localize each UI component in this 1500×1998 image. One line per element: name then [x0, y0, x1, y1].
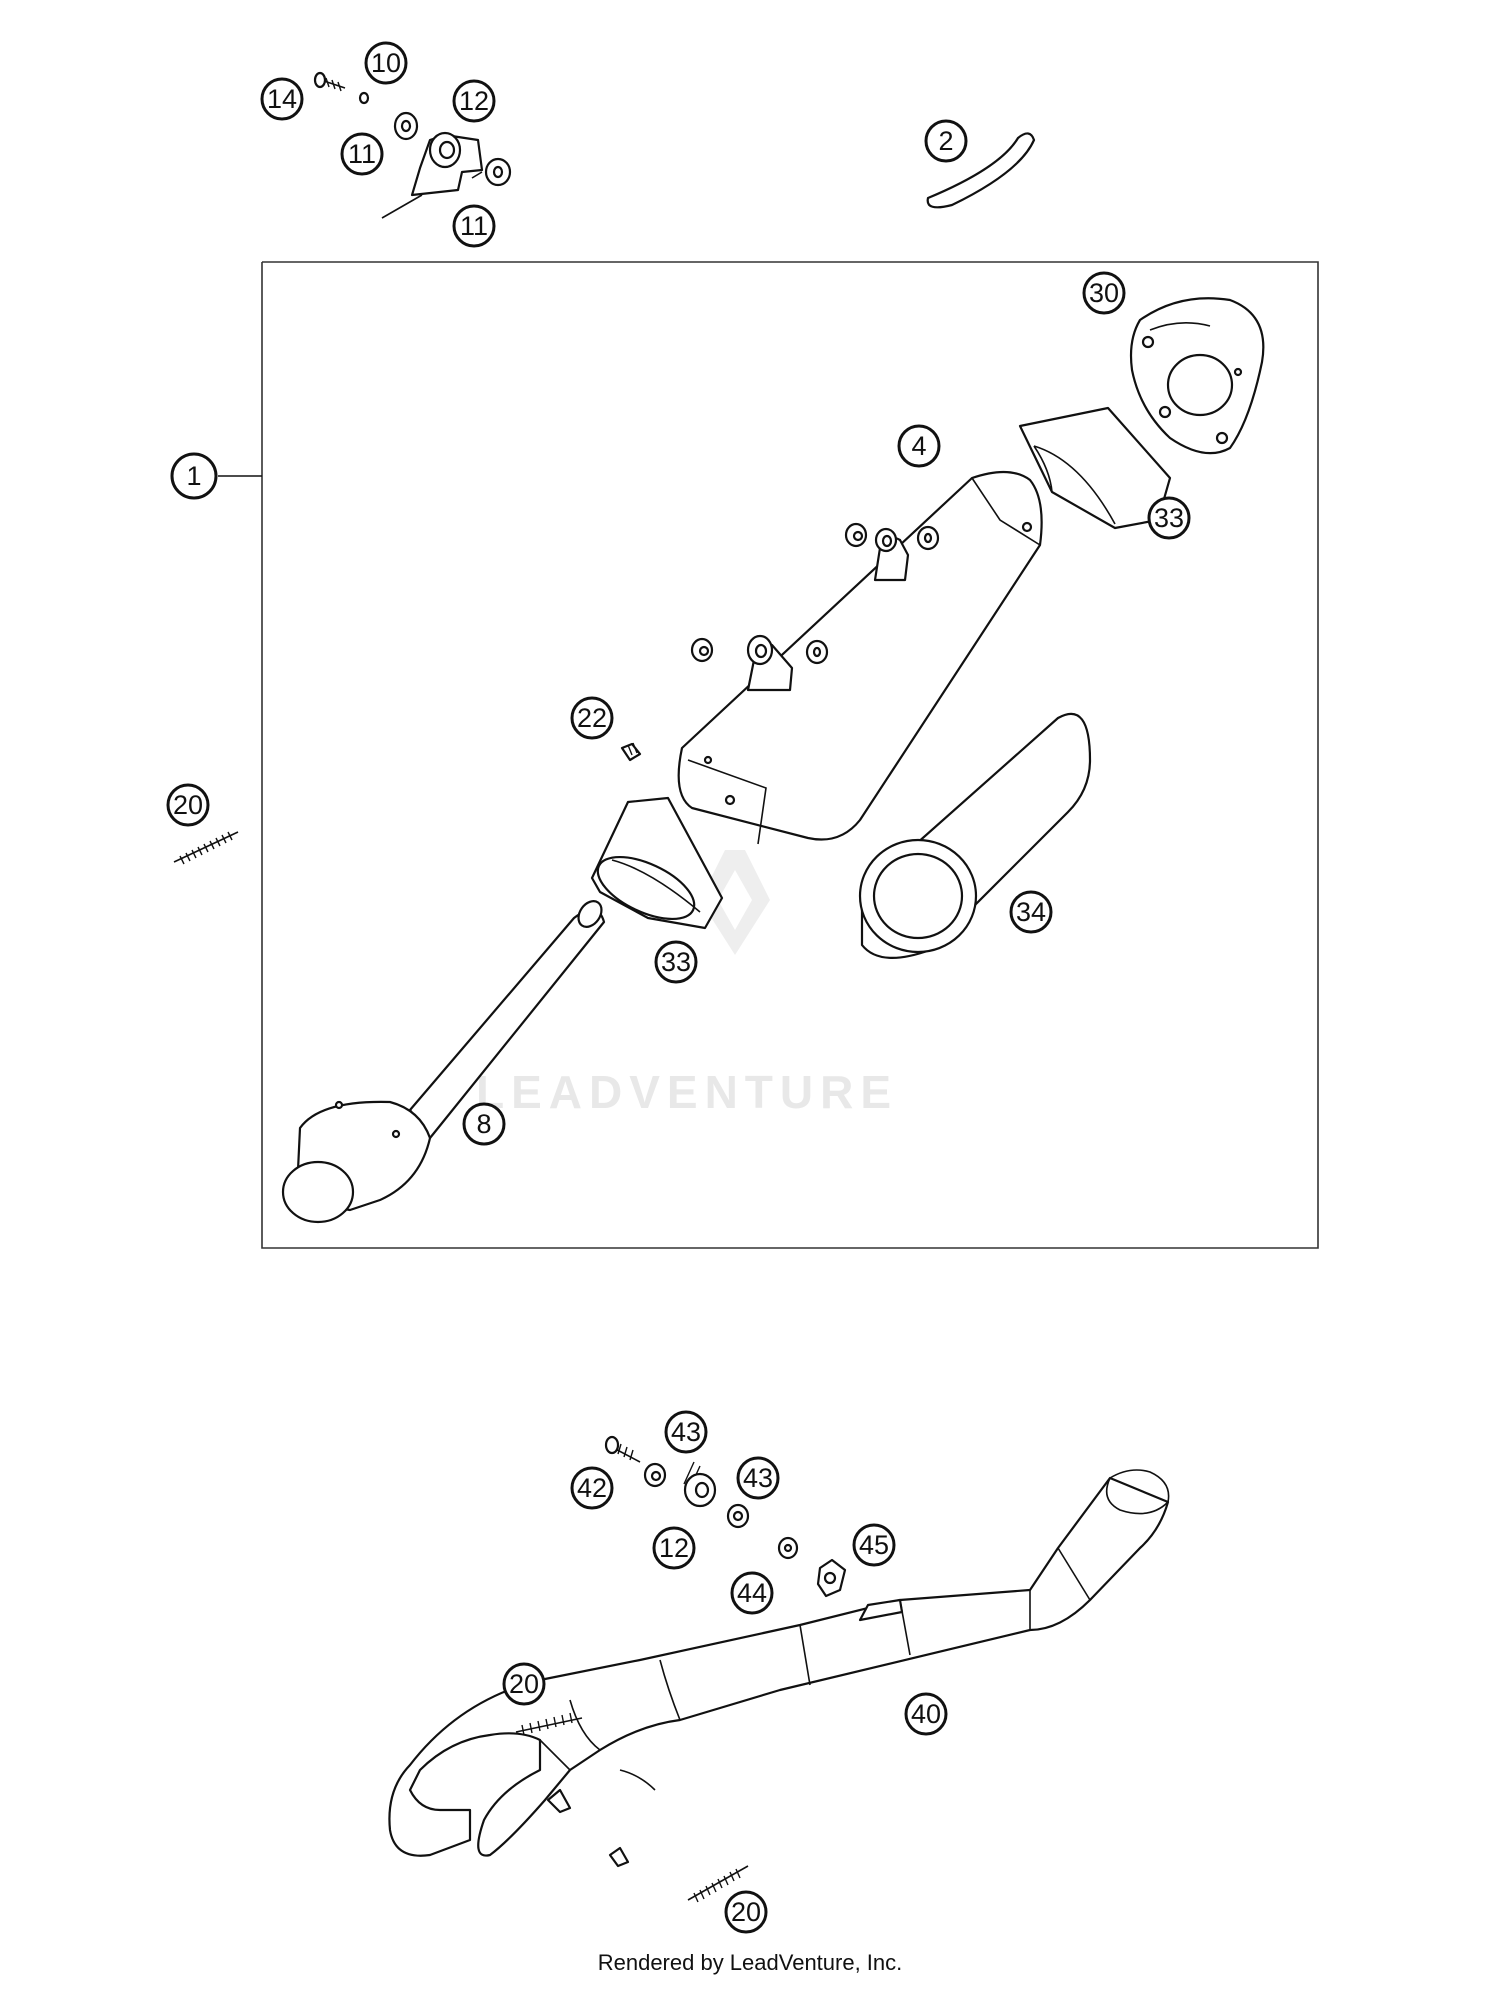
callout-20: 20 — [502, 1662, 546, 1706]
svg-text:2: 2 — [938, 126, 953, 156]
screw-22 — [620, 742, 642, 762]
watermark-text: LEADVENTURE — [476, 1066, 898, 1118]
cone-33-lower — [590, 796, 724, 930]
grommet-11-left — [393, 111, 419, 141]
svg-text:42: 42 — [577, 1473, 607, 1503]
callout-14: 14 — [260, 77, 304, 121]
grommet-11-right — [484, 157, 512, 187]
svg-text:43: 43 — [743, 1463, 773, 1493]
end-cap-30 — [1129, 297, 1265, 455]
callout-2: 2 — [924, 119, 968, 163]
render-credit: Rendered by LeadVenture, Inc. — [597, 1950, 903, 1975]
svg-text:20: 20 — [173, 790, 203, 820]
callout-22: 22 — [570, 696, 614, 740]
assembly-frame — [261, 261, 1319, 1249]
nut-45 — [816, 1558, 847, 1598]
callout-20: 20 — [724, 1890, 768, 1934]
callout-1: 1 — [170, 452, 218, 500]
svg-text:43: 43 — [671, 1417, 701, 1447]
svg-text:34: 34 — [1016, 897, 1046, 927]
callout-33: 33 — [1147, 496, 1191, 540]
spring-20-bottom — [687, 1865, 749, 1903]
callout-10: 10 — [364, 41, 408, 85]
svg-text:30: 30 — [1089, 278, 1119, 308]
bracket-assembly-top — [313, 71, 512, 219]
grommet-12-lower — [683, 1461, 717, 1508]
callout-43: 43 — [664, 1410, 708, 1454]
callout-34: 34 — [1009, 890, 1053, 934]
link-pipe-8 — [281, 900, 606, 1224]
callout-33: 33 — [654, 940, 698, 984]
svg-text:10: 10 — [371, 48, 401, 78]
spring-20-middle — [515, 1712, 583, 1736]
callout-12: 12 — [452, 79, 496, 123]
svg-text:4: 4 — [911, 431, 926, 461]
bolt-assembly-lower — [604, 1435, 847, 1598]
grommet-12 — [428, 131, 462, 169]
svg-text:33: 33 — [661, 947, 691, 977]
svg-text:14: 14 — [267, 84, 297, 114]
callout-11: 11 — [452, 204, 496, 248]
callout-43: 43 — [736, 1456, 780, 1500]
svg-text:1: 1 — [186, 461, 201, 491]
callout-30: 30 — [1082, 271, 1126, 315]
mount-bracket-lower — [690, 634, 829, 692]
svg-text:40: 40 — [911, 1699, 941, 1729]
svg-text:11: 11 — [460, 211, 488, 241]
watermark: LEADVENTURE — [476, 850, 898, 1118]
svg-text:20: 20 — [731, 1897, 761, 1927]
svg-text:11: 11 — [348, 139, 376, 169]
svg-text:12: 12 — [659, 1533, 689, 1563]
svg-text:12: 12 — [459, 86, 489, 116]
callout-42: 42 — [570, 1466, 614, 1510]
mount-bracket-upper — [844, 522, 940, 582]
washer-44 — [777, 1536, 799, 1560]
svg-text:45: 45 — [859, 1530, 889, 1560]
svg-text:8: 8 — [476, 1109, 491, 1139]
bolt-42 — [604, 1435, 641, 1463]
callout-20: 20 — [166, 783, 210, 827]
washer-43-left — [643, 1462, 667, 1488]
callout-4: 4 — [897, 424, 941, 468]
header-pipe-40 — [388, 1469, 1170, 1868]
callout-12: 12 — [652, 1526, 696, 1570]
packing-34 — [858, 712, 1092, 959]
svg-text:20: 20 — [509, 1669, 539, 1699]
heat-shield-strip-2 — [926, 132, 1036, 209]
watermark-logo — [700, 850, 770, 955]
silencer-body-4 — [677, 470, 1043, 845]
bolt-14 — [313, 71, 346, 92]
callout-11: 11 — [340, 132, 384, 176]
washer-43-right — [726, 1503, 750, 1529]
callout-44: 44 — [730, 1571, 774, 1615]
svg-text:33: 33 — [1154, 503, 1184, 533]
svg-text:22: 22 — [577, 703, 607, 733]
washer-10 — [358, 91, 370, 105]
svg-text:44: 44 — [737, 1578, 767, 1608]
spring-20-left — [173, 831, 239, 865]
callout-40: 40 — [904, 1692, 948, 1736]
callout-8: 8 — [462, 1102, 506, 1146]
cone-33-upper — [1018, 406, 1172, 530]
callout-45: 45 — [852, 1523, 896, 1567]
